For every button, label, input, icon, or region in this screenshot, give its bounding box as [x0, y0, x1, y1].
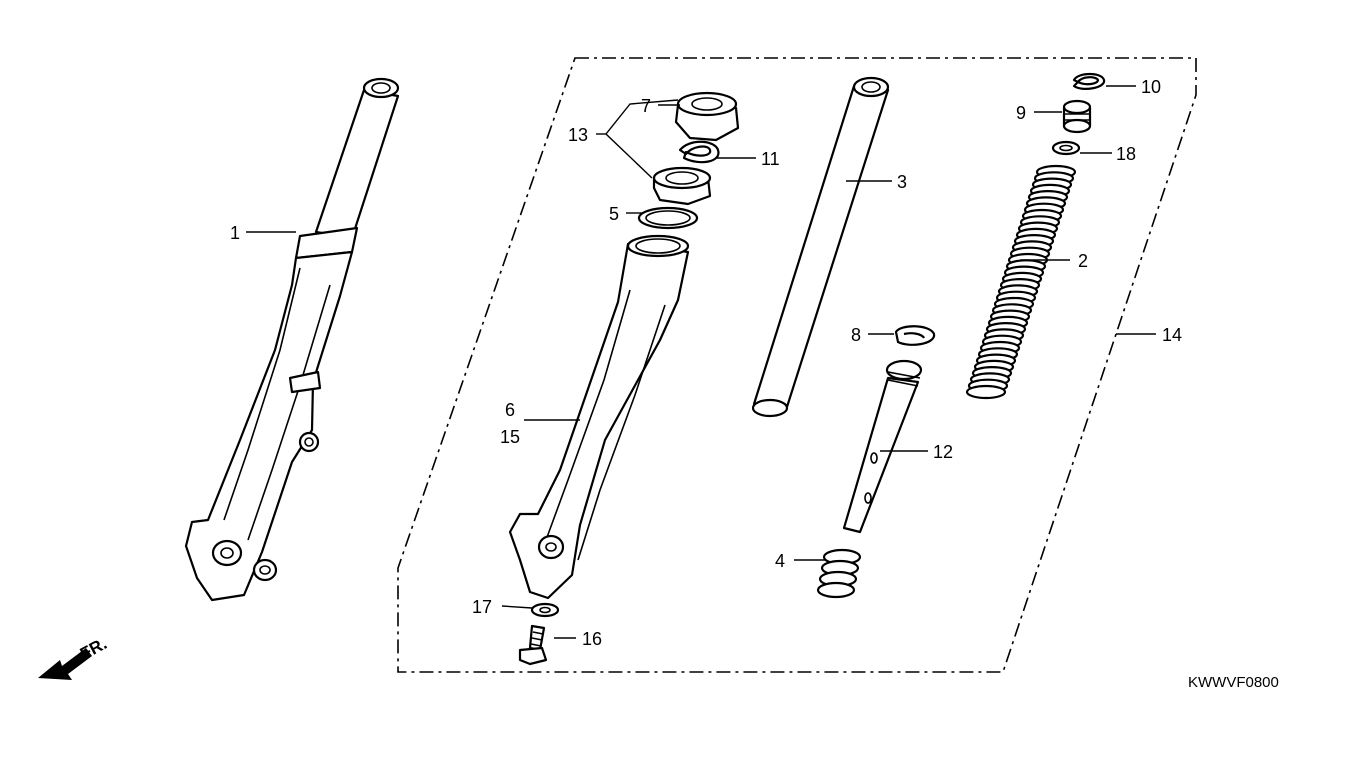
callout-8: 8: [851, 325, 861, 345]
callout-15: 15: [500, 427, 520, 447]
leader-lines: [246, 85, 1156, 639]
callout-12: 12: [933, 442, 953, 462]
oil-seal-clip[interactable]: [678, 140, 720, 164]
socket-bolt[interactable]: [518, 624, 548, 666]
o-ring[interactable]: [1051, 140, 1081, 156]
fork-pipe[interactable]: [751, 76, 890, 418]
dust-seal[interactable]: [674, 91, 740, 142]
fork-piston[interactable]: [842, 359, 923, 534]
sealing-washer[interactable]: [530, 602, 560, 618]
callout-18: 18: [1116, 144, 1136, 164]
callout-6: 6: [505, 400, 515, 420]
callout-1: 1: [230, 223, 240, 243]
callout-16: 16: [582, 629, 602, 649]
backup-ring[interactable]: [637, 206, 699, 230]
circlip[interactable]: [1072, 72, 1106, 90]
rebound-spring[interactable]: [816, 548, 862, 599]
spring-coil: [965, 384, 1007, 400]
front-direction-arrow-icon: [38, 648, 92, 680]
callout-17: 17: [472, 597, 492, 617]
fork-bolt[interactable]: [1062, 99, 1092, 134]
callout-5: 5: [609, 204, 619, 224]
piston-ring[interactable]: [894, 325, 936, 346]
callout-7: 7: [641, 96, 651, 116]
fork-slider[interactable]: [508, 234, 690, 600]
callout-11: 11: [761, 149, 780, 169]
fork-spring[interactable]: [965, 164, 1077, 400]
callout-13: 13: [568, 125, 588, 145]
assembly-boundary: [397, 57, 1197, 673]
oil-seal[interactable]: [652, 166, 712, 206]
callout-4: 4: [775, 551, 785, 571]
callout-2: 2: [1078, 251, 1088, 271]
diagram-code: KWWVF0800: [1188, 674, 1279, 691]
callout-10: 10: [1141, 77, 1161, 97]
callout-3: 3: [897, 172, 907, 192]
callout-9: 9: [1016, 103, 1026, 123]
fork-leg-complete[interactable]: [184, 77, 400, 602]
callout-14: 14: [1162, 325, 1182, 345]
